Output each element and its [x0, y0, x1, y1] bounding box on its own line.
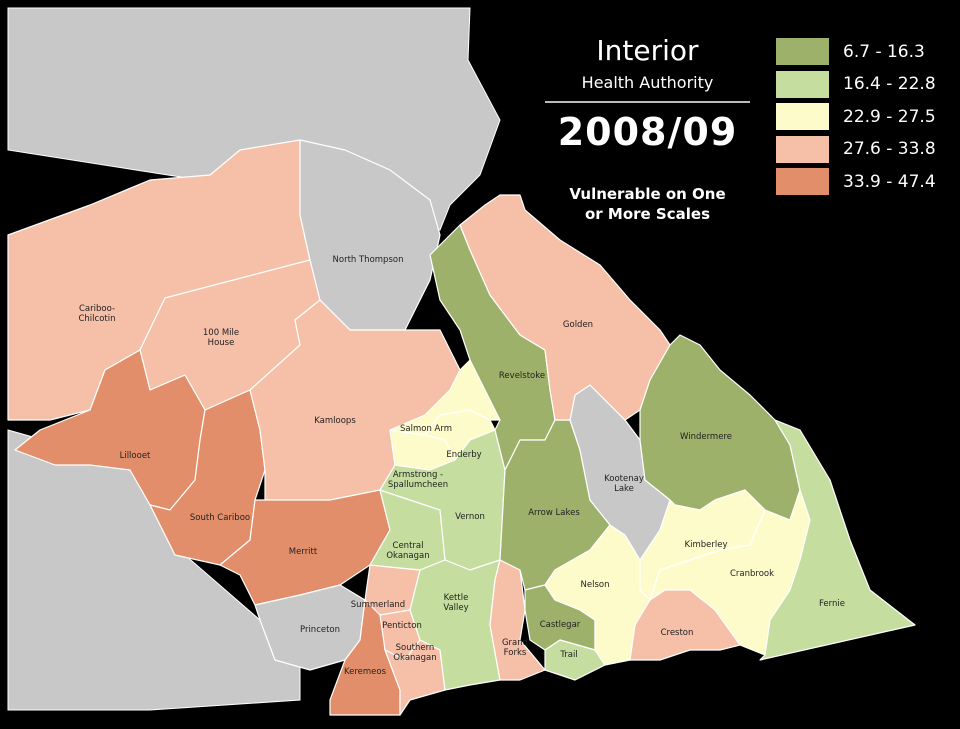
- label-cariboo-chilcotin: Cariboo-Chilcotin: [78, 304, 115, 324]
- legend-label: 6.7 - 16.3: [843, 41, 925, 62]
- label-trail: Trail: [559, 650, 577, 660]
- legend-item: 6.7 - 16.3: [776, 38, 956, 65]
- legend-swatch: [776, 168, 829, 195]
- regions-layer: [7, 139, 916, 716]
- label-south-cariboo: South Cariboo: [190, 513, 250, 523]
- legend-label: 16.4 - 22.8: [843, 74, 936, 94]
- label-keremeos: Keremeos: [344, 667, 387, 677]
- label-cranbrook: Cranbrook: [730, 569, 774, 579]
- legend: 6.7 - 16.3 16.4 - 22.8 22.9 - 27.5 27.6 …: [776, 38, 956, 201]
- label-armstrong-spallumcheen: Armstrong -Spallumcheen: [388, 470, 448, 490]
- region-golden[interactable]: [459, 194, 671, 421]
- map-title: Interior: [596, 34, 699, 67]
- label-penticton: Penticton: [382, 621, 422, 631]
- legend-swatch: [776, 38, 829, 65]
- label-summerland: Summerland: [351, 600, 405, 610]
- label-revelstoke: Revelstoke: [499, 371, 545, 381]
- map-title-authority: Health Authority: [581, 73, 714, 92]
- label-nelson: Nelson: [581, 580, 610, 590]
- legend-item: 22.9 - 27.5: [776, 103, 956, 130]
- label-arrow-lakes: Arrow Lakes: [528, 508, 580, 518]
- label-creston: Creston: [661, 628, 694, 638]
- label-merritt: Merritt: [289, 547, 318, 557]
- label-golden: Golden: [563, 320, 593, 330]
- region-grand-forks[interactable]: [489, 559, 546, 681]
- label-windermere: Windermere: [680, 432, 732, 442]
- map-year: 2008/09: [557, 110, 738, 154]
- label-kamloops: Kamloops: [314, 416, 356, 426]
- label-fernie: Fernie: [819, 599, 845, 609]
- legend-swatch: [776, 70, 829, 98]
- legend-swatch: [776, 103, 829, 130]
- legend-item: 16.4 - 22.8: [776, 70, 956, 98]
- legend-label: 27.6 - 33.8: [843, 139, 936, 159]
- region-fernie[interactable]: [759, 419, 916, 661]
- title-divider: [545, 101, 750, 103]
- label-lillooet: Lillooet: [120, 451, 151, 461]
- legend-item: 27.6 - 33.8: [776, 135, 956, 163]
- legend-label: 22.9 - 27.5: [843, 106, 936, 127]
- label-salmon-arm: Salmon Arm: [400, 424, 452, 434]
- label-vernon: Vernon: [455, 512, 485, 522]
- legend-label: 33.9 - 47.4: [843, 171, 936, 192]
- label-castlegar: Castlegar: [540, 620, 581, 630]
- label-kimberley: Kimberley: [685, 540, 728, 550]
- map-subtitle: Vulnerable on One or More Scales: [569, 185, 726, 223]
- legend-swatch: [776, 135, 829, 163]
- label-enderby: Enderby: [446, 450, 481, 460]
- region-north-thompson[interactable]: [299, 139, 441, 331]
- label-princeton: Princeton: [300, 625, 340, 635]
- legend-item: 33.9 - 47.4: [776, 168, 956, 195]
- label-north-thompson: North Thompson: [333, 255, 404, 265]
- region-creston[interactable]: [629, 589, 741, 661]
